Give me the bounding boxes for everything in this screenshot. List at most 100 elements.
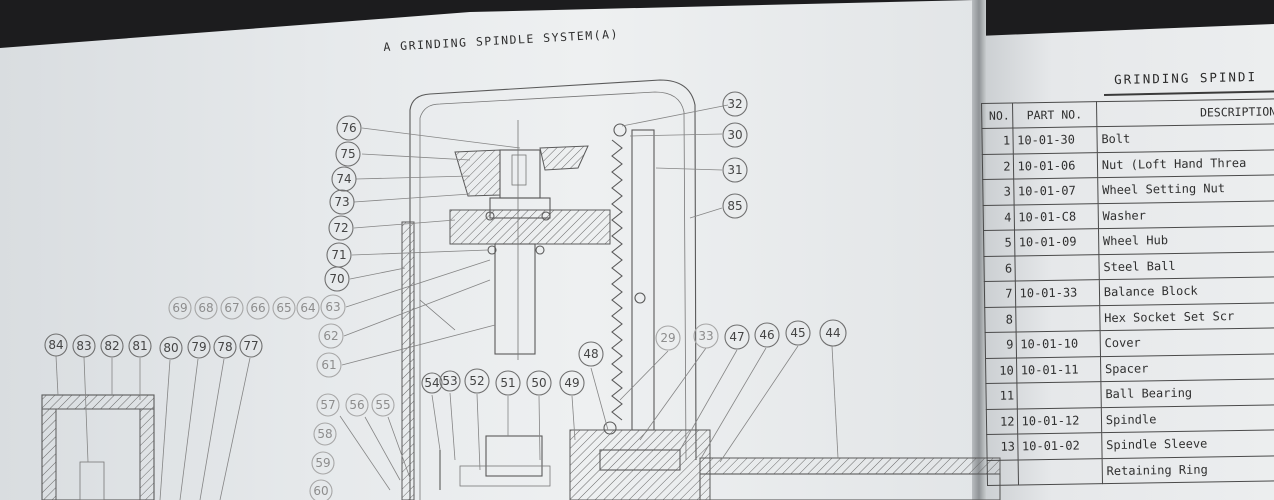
svg-text:57: 57 [320, 398, 335, 412]
row-part-no [1016, 381, 1102, 409]
table-row: Retaining Ring [987, 455, 1274, 486]
callout-45: 45 [785, 320, 811, 346]
callout-80: 80 [159, 336, 183, 360]
row-description: Bolt [1096, 123, 1274, 153]
svg-text:44: 44 [825, 326, 840, 340]
row-no: 6 [983, 255, 1015, 282]
row-part-no: 10-01-12 [1016, 407, 1102, 434]
callout-48: 48 [578, 341, 604, 367]
callout-68: 68 [194, 296, 218, 320]
row-no: 9 [985, 331, 1017, 358]
svg-text:71: 71 [331, 248, 346, 262]
svg-text:74: 74 [336, 172, 351, 186]
callout-85: 85 [722, 193, 748, 219]
callout-58: 58 [313, 422, 337, 446]
row-description: Balance Block [1099, 276, 1274, 306]
row-description: Steel Ball [1098, 251, 1274, 280]
callout-46: 46 [754, 322, 780, 348]
base-housing [41, 394, 1001, 500]
row-part-no: 10-01-30 [1012, 126, 1098, 154]
callout-47: 47 [724, 324, 750, 350]
row-description: Cover [1099, 327, 1274, 357]
callout-81: 81 [128, 334, 152, 358]
callout-84: 84 [44, 333, 68, 357]
row-no: 8 [984, 306, 1016, 333]
row-description: Washer [1097, 200, 1274, 229]
svg-text:29: 29 [660, 331, 675, 345]
svg-text:54: 54 [424, 376, 439, 390]
row-part-no: 10-01-33 [1014, 279, 1100, 307]
callout-67: 67 [220, 296, 244, 320]
callout-83: 83 [72, 334, 96, 358]
callout-56: 56 [345, 393, 369, 417]
callout-44: 44 [819, 319, 847, 347]
callout-76: 76 [336, 115, 362, 141]
svg-text:65: 65 [276, 301, 291, 315]
callout-66: 66 [246, 296, 270, 320]
left-manual-page [0, 0, 980, 500]
row-part-no: 10-01-C8 [1013, 203, 1099, 230]
svg-text:68: 68 [198, 301, 213, 315]
callout-64: 64 [296, 296, 320, 320]
row-part-no [1015, 305, 1100, 332]
row-part-no: 10-01-10 [1015, 330, 1101, 358]
row-description: Retaining Ring [1101, 455, 1274, 484]
callout-72: 72 [328, 215, 354, 241]
callout-30: 30 [722, 122, 748, 148]
row-part-no [1017, 458, 1103, 485]
callout-65: 65 [272, 296, 296, 320]
row-part-no: 10-01-09 [1014, 228, 1099, 256]
callout-62: 62 [318, 323, 344, 349]
row-no: 5 [983, 229, 1015, 256]
svg-text:56: 56 [349, 398, 364, 412]
svg-text:63: 63 [325, 300, 340, 314]
svg-text:85: 85 [727, 199, 742, 213]
svg-text:67: 67 [224, 301, 239, 315]
callout-60: 60 [309, 479, 333, 500]
svg-text:33: 33 [698, 329, 713, 343]
svg-text:58: 58 [317, 427, 332, 441]
svg-text:61: 61 [321, 358, 336, 372]
svg-text:66: 66 [250, 301, 265, 315]
callout-49: 49 [559, 370, 585, 396]
row-no: 2 [982, 153, 1014, 180]
row-no: 12 [986, 408, 1018, 435]
callout-77: 77 [239, 334, 263, 358]
svg-text:72: 72 [333, 221, 348, 235]
callout-54: 54 [421, 372, 443, 394]
svg-text:50: 50 [531, 376, 546, 390]
svg-text:30: 30 [727, 128, 742, 142]
svg-text:78: 78 [217, 340, 232, 354]
svg-text:62: 62 [323, 329, 338, 343]
svg-text:84: 84 [48, 338, 63, 352]
callout-78: 78 [213, 335, 237, 359]
svg-text:53: 53 [442, 374, 457, 388]
row-no: 3 [982, 179, 1014, 205]
row-description: Nut (Loft Hand Threa [1097, 149, 1274, 178]
svg-text:49: 49 [564, 376, 579, 390]
svg-text:81: 81 [132, 339, 147, 353]
callout-32: 32 [722, 91, 748, 117]
row-no: 7 [984, 280, 1016, 307]
callout-59: 59 [311, 451, 335, 475]
column-header-description: DESCRIPTION [1096, 98, 1274, 127]
row-part-no: 10-01-06 [1012, 152, 1098, 180]
callout-31: 31 [722, 157, 748, 183]
svg-text:80: 80 [163, 341, 178, 355]
svg-text:75: 75 [340, 147, 355, 161]
column-header-no: NO. [981, 103, 1013, 129]
svg-text:32: 32 [727, 97, 742, 111]
callout-50: 50 [526, 370, 552, 396]
svg-text:51: 51 [500, 376, 515, 390]
right-manual-page [978, 24, 1274, 500]
callout-51: 51 [495, 370, 521, 396]
row-part-no: 10-01-02 [1017, 432, 1102, 460]
callout-53: 53 [439, 370, 461, 392]
row-no: 1 [981, 128, 1013, 154]
svg-text:60: 60 [313, 484, 328, 498]
callout-82: 82 [100, 334, 124, 358]
row-description: Spacer [1100, 353, 1274, 382]
svg-text:46: 46 [759, 328, 774, 342]
